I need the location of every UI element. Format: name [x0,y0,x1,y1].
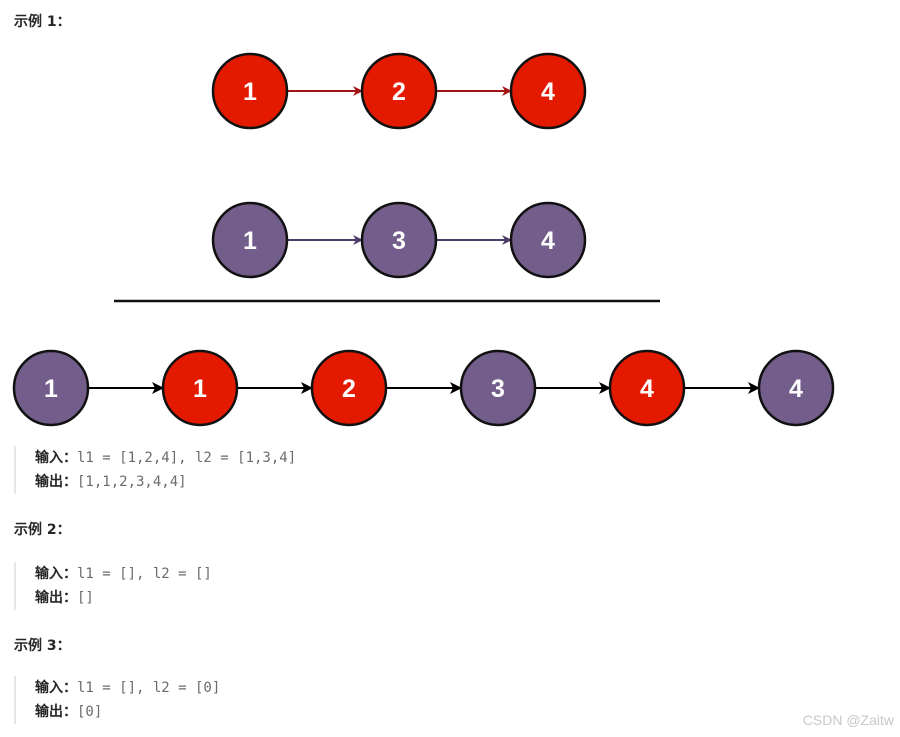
list1-node [211,52,289,130]
merged-node-value: 4 [640,375,654,403]
list2-node [360,201,438,279]
list1-node [360,52,438,130]
output-label: 输出： [35,590,77,606]
output-label: 输出： [35,704,77,720]
merged-node-value: 1 [193,375,207,403]
merged-node-value: 3 [491,375,505,403]
list2-node-value: 4 [541,227,555,255]
list1-node-value: 2 [392,78,406,106]
merged-node [757,349,835,427]
merged-node-value: 1 [44,375,58,403]
merged-node [608,349,686,427]
merged-node [459,349,537,427]
list2-node [211,201,289,279]
list2-node-value: 1 [243,227,257,255]
input-label: 输入： [35,450,77,466]
merged-node [161,349,239,427]
list2-node-value: 3 [392,227,406,255]
list2-node [509,201,587,279]
list1-node [509,52,587,130]
list1-node-value: 4 [541,78,555,106]
example-2-heading: 示例 2： [14,522,71,538]
merged-node-value: 2 [342,375,356,403]
input-label: 输入： [35,680,77,696]
output-label: 输出： [35,474,77,490]
example-2-block: 输入：l1 = [], l2 = [] 输出：[] [14,562,212,610]
input-value: l1 = [], l2 = [0] [77,680,221,696]
example-1-heading: 示例 1： [14,14,71,30]
output-value: [1,1,2,3,4,4] [77,474,187,490]
example-1-block: 输入：l1 = [1,2,4], l2 = [1,3,4] 输出：[1,1,2,… [14,446,296,494]
merge-diagram: 1 2 4 1 3 4 1 1 2 3 4 4 [12,52,835,427]
list1-node-value: 1 [243,78,257,106]
example-3-heading: 示例 3： [14,638,71,654]
input-label: 输入： [35,566,77,582]
merged-node [310,349,388,427]
output-value: [0] [77,704,103,720]
example-3-block: 输入：l1 = [], l2 = [0] 输出：[0] [14,676,220,724]
watermark: CSDN @Zaitw [802,712,894,728]
input-value: l1 = [1,2,4], l2 = [1,3,4] [77,450,297,466]
output-value: [] [77,590,94,606]
merged-node [12,349,90,427]
input-value: l1 = [], l2 = [] [77,566,212,582]
merged-node-value: 4 [789,375,803,403]
